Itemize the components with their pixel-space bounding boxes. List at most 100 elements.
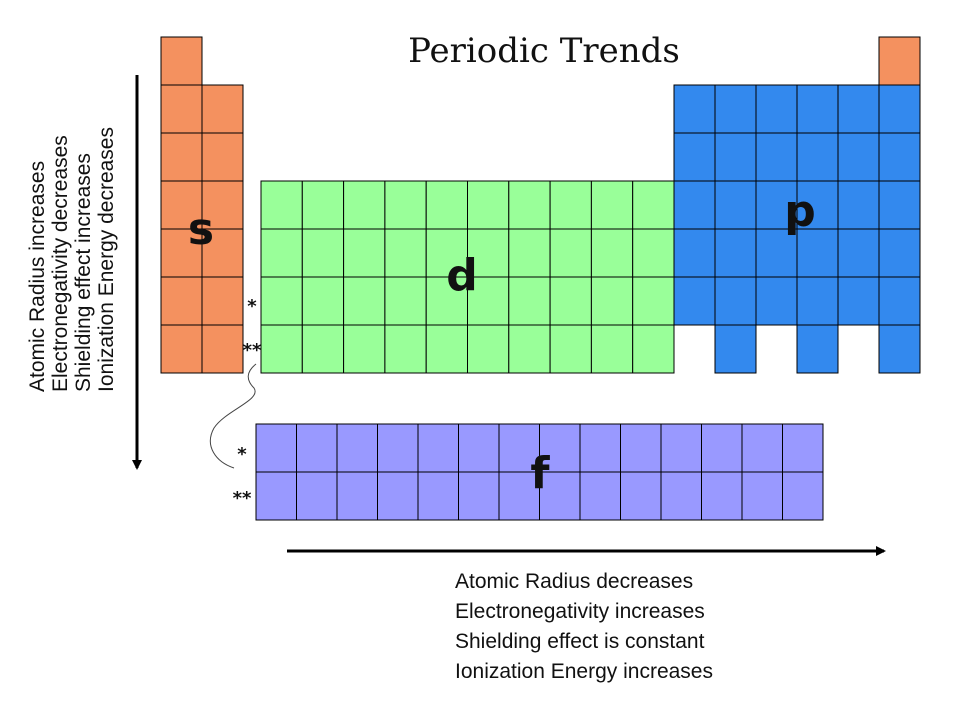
d-block-cell xyxy=(384,324,427,374)
p-block-cell xyxy=(837,276,880,326)
f-block-cell xyxy=(741,471,783,521)
f-block-cell xyxy=(579,423,621,473)
f-block-cell xyxy=(336,423,378,473)
d-block-cell xyxy=(467,228,510,278)
f-block-cell xyxy=(620,423,662,473)
p-block-cell xyxy=(714,276,757,326)
d-block-cell xyxy=(343,276,386,326)
vertical-trend-labels: Atomic Radius increases Electronegativit… xyxy=(26,127,118,392)
f-block-cell xyxy=(417,423,459,473)
p-block-cell xyxy=(755,228,798,278)
vertical-trend-label: Ionization Energy decreases xyxy=(95,127,118,392)
p-block-cell xyxy=(673,84,716,134)
f-block-cell xyxy=(782,471,824,521)
f-block-cell xyxy=(498,471,540,521)
d-block-cell xyxy=(632,228,675,278)
d-block-cell xyxy=(590,324,634,374)
f-block-cell xyxy=(296,471,338,521)
p-block-cell xyxy=(796,324,839,374)
vertical-trend-label: Atomic Radius increases xyxy=(26,161,49,392)
connector-curve xyxy=(209,363,257,469)
d-block-cell xyxy=(260,180,303,230)
d-block-cell xyxy=(467,276,510,326)
f-block-cell xyxy=(620,471,662,521)
f-block-cell xyxy=(296,423,338,473)
d-block-cell xyxy=(508,228,551,278)
p-block-cell xyxy=(837,132,880,182)
horizontal-trend-label: Ionization Energy increases xyxy=(455,660,713,683)
d-block-cell xyxy=(508,180,551,230)
p-block xyxy=(673,36,921,374)
f-block-cell xyxy=(336,471,378,521)
diagram-title: Periodic Trends xyxy=(408,31,680,71)
d-block-cell xyxy=(467,180,510,230)
s-block xyxy=(160,36,244,374)
p-block-cell xyxy=(878,84,921,134)
s-block-cell xyxy=(160,324,203,374)
f-block-label: f xyxy=(530,448,550,499)
d-block-cell xyxy=(425,180,469,230)
s-block-cell xyxy=(160,84,203,134)
d-block-cell xyxy=(590,180,634,230)
p-block-label: p xyxy=(784,186,816,237)
d-block-cell xyxy=(590,228,634,278)
d-block-cell xyxy=(425,324,469,374)
horizontal-trend-label: Electronegativity increases xyxy=(455,600,705,623)
d-block-cell xyxy=(343,228,386,278)
p-block-cell xyxy=(878,324,921,374)
p-block-cell xyxy=(714,84,757,134)
d-block-cell xyxy=(260,324,303,374)
d-block-cell xyxy=(632,180,675,230)
d-block-cell xyxy=(260,276,303,326)
s-block-cell xyxy=(201,276,244,326)
d-block-cell xyxy=(301,228,345,278)
f-block-cell xyxy=(741,423,783,473)
p-block-cell xyxy=(755,84,798,134)
p-block-cell xyxy=(714,228,757,278)
d-block-cell xyxy=(549,180,592,230)
p-block-cell xyxy=(796,84,839,134)
s-block-cell xyxy=(201,132,244,182)
p-block-cell xyxy=(673,132,716,182)
f-block-cell xyxy=(255,471,297,521)
p-block-cell xyxy=(878,276,921,326)
f-block-cell xyxy=(458,471,500,521)
f-block xyxy=(255,423,824,521)
horizontal-trend-labels: Atomic Radius decreases Electronegativit… xyxy=(455,570,713,683)
d-block-cell xyxy=(549,276,592,326)
d-block-cell xyxy=(549,228,592,278)
d-block-cell xyxy=(508,276,551,326)
d-block-cell xyxy=(384,228,427,278)
p-block-cell xyxy=(755,180,798,230)
horizontal-trend-label: Atomic Radius decreases xyxy=(455,570,693,593)
f-block-cell xyxy=(458,423,500,473)
d-block xyxy=(260,180,675,374)
d-block-cell xyxy=(508,324,551,374)
p-block-cell xyxy=(796,228,839,278)
s-block-cell xyxy=(160,276,203,326)
f-block-cell xyxy=(660,471,702,521)
d-block-cell xyxy=(301,324,345,374)
vertical-trend-label: Shielding effect increases xyxy=(72,153,95,392)
lanthanide-marker-upper: * xyxy=(247,296,257,317)
s-block-cell xyxy=(201,84,244,134)
f-block-cell xyxy=(782,423,824,473)
d-block-cell xyxy=(467,324,510,374)
f-block-cell xyxy=(255,423,297,473)
lanthanide-marker-lower: * xyxy=(237,444,247,465)
d-block-label: d xyxy=(446,250,478,301)
p-block-cell xyxy=(796,276,839,326)
d-block-cell xyxy=(301,180,345,230)
s-block-cell xyxy=(201,324,244,374)
d-block-cell xyxy=(384,276,427,326)
d-block-cell xyxy=(425,228,469,278)
f-block-cell xyxy=(660,423,702,473)
d-block-cell xyxy=(343,324,386,374)
p-block-cell xyxy=(714,180,757,230)
s-block-cell xyxy=(160,36,203,86)
p-block-cell xyxy=(673,276,716,326)
horizontal-trend-label: Shielding effect is constant xyxy=(455,630,705,653)
p-block-cell xyxy=(673,180,716,230)
p-block-cell xyxy=(796,132,839,182)
